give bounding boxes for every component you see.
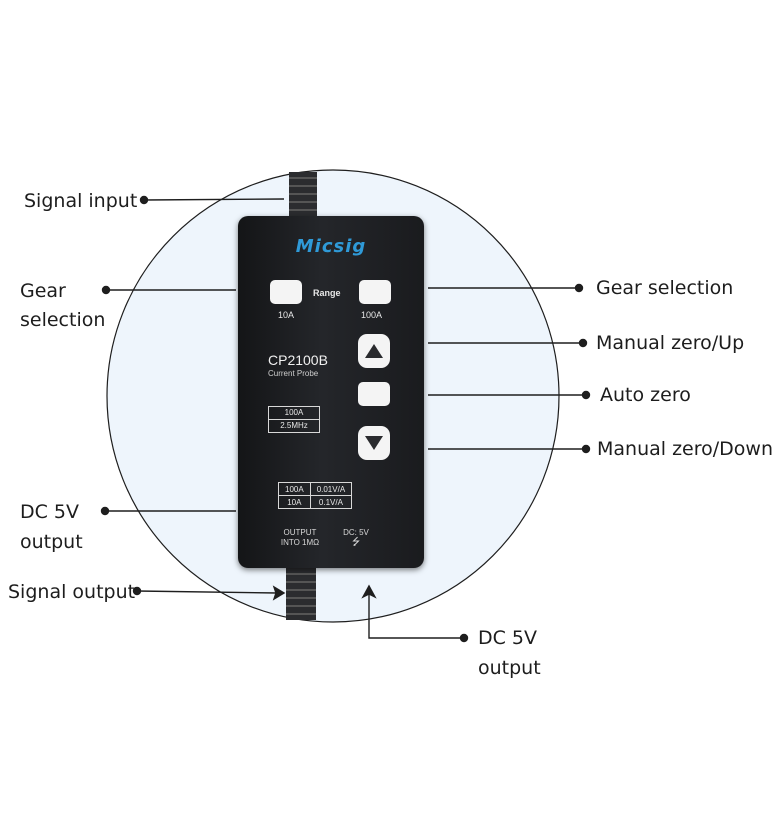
label-signal-output: Signal output <box>8 581 136 603</box>
input-cable <box>289 172 317 220</box>
spec-bandwidth: 2.5MHz <box>269 419 319 432</box>
output-marking: OUTPUT INTO 1MΩ <box>274 528 326 548</box>
ratio-table: 100A 0.01V/A 10A 0.1V/A <box>278 482 353 509</box>
auto-zero-button[interactable] <box>358 382 390 406</box>
label-manual-zero-up: Manual zero/Up <box>596 332 745 354</box>
label-manual-zero-down: Manual zero/Down <box>597 438 774 460</box>
brand-logo: Micsig <box>295 236 367 257</box>
output-line1: OUTPUT <box>283 528 317 537</box>
gear-100a-button[interactable] <box>359 280 391 304</box>
table-row: 10A 0.1V/A <box>278 495 353 509</box>
output-cable <box>286 566 316 620</box>
gear-100a-label: 100A <box>361 310 383 320</box>
ratio-cell: 100A <box>278 482 311 496</box>
spec-box: 100A 2.5MHz <box>268 406 320 433</box>
label-gear-selection-right: Gear selection <box>596 277 734 299</box>
dc-marking: DC: 5V ⭍ <box>338 528 374 548</box>
table-row: 100A 0.01V/A <box>278 482 353 496</box>
leader-gear-left <box>101 285 236 295</box>
leader-dc5v-bottom <box>361 584 469 643</box>
output-line2: INTO 1MΩ <box>280 538 320 547</box>
model-name: CP2100B <box>268 352 328 368</box>
manual-zero-up-button[interactable] <box>358 334 390 368</box>
label-dc5v-left-line2: output <box>20 531 83 553</box>
label-signal-input: Signal input <box>24 190 138 212</box>
label-dc5v-left-line1: DC 5V <box>20 501 80 523</box>
usb-icon: ⭍ <box>351 537 361 548</box>
model-subtitle: Current Probe <box>268 369 319 378</box>
label-gear-selection-left-line2: selection <box>20 309 106 331</box>
leader-manual-down <box>428 444 591 454</box>
range-label: Range <box>313 288 341 298</box>
leader-gear-right <box>428 283 584 293</box>
label-dc5v-bottom-line2: output <box>478 657 541 679</box>
label-dc5v-bottom-line1: DC 5V <box>478 627 538 649</box>
gear-10a-button[interactable] <box>270 280 302 304</box>
manual-zero-down-button[interactable] <box>358 426 390 460</box>
ratio-cell: 0.01V/A <box>309 482 353 496</box>
gear-10a-label: 10A <box>278 310 295 320</box>
ratio-cell: 10A <box>278 495 311 509</box>
label-gear-selection-left-line1: Gear <box>20 280 66 302</box>
leader-signal-input <box>139 195 285 205</box>
label-auto-zero: Auto zero <box>600 384 691 406</box>
spec-range: 100A <box>284 408 304 417</box>
ratio-cell: 0.1V/A <box>309 495 353 509</box>
dc-label: DC: 5V <box>343 528 369 537</box>
leader-auto-zero <box>428 390 591 400</box>
leader-signal-output <box>132 585 286 601</box>
current-probe-body: Micsig Range 10A 100A CP2100B Current Pr… <box>238 216 424 568</box>
leader-manual-up <box>428 338 588 348</box>
leader-dc5v-left <box>100 506 236 516</box>
